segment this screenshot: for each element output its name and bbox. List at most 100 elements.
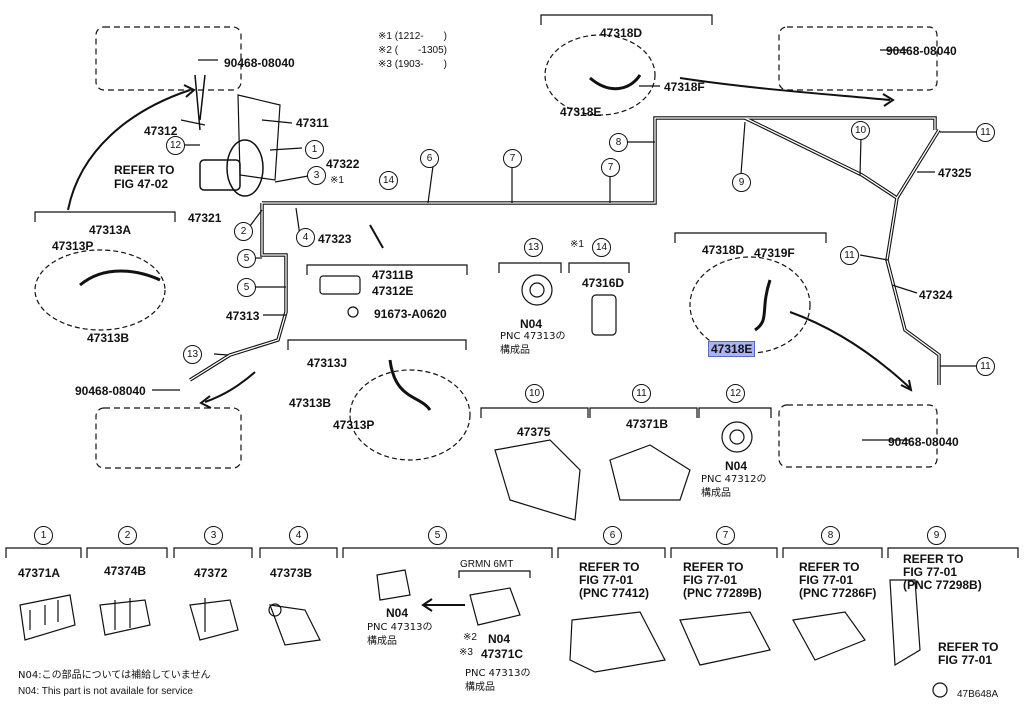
part-47318D-top[interactable]: 47318D [600, 26, 643, 40]
part-47322[interactable]: 47322 [326, 157, 360, 171]
part-47312[interactable]: 47312 [144, 124, 178, 138]
part-90468-08040-tr[interactable]: 90468-08040 [886, 44, 957, 58]
callout-7a: 7 [503, 149, 522, 168]
refer-8-l1[interactable]: REFER TO [799, 560, 860, 574]
n04-13: N04 [520, 317, 543, 331]
bottom-callout-2: 2 [118, 526, 137, 545]
bottom-callout-4: 4 [289, 526, 308, 545]
bottom-callout-9: 9 [927, 526, 946, 545]
bottom-callout-8: 8 [821, 526, 840, 545]
callout-5b: 5 [237, 278, 256, 297]
bottom-callout-7: 7 [716, 526, 735, 545]
part-47313B-left[interactable]: 47313B [87, 331, 130, 345]
callout-5a: 5 [237, 249, 256, 268]
callout-12: 12 [166, 136, 185, 155]
part-91673-A0620[interactable]: 91673-A0620 [374, 307, 447, 321]
group-11-callout: 11 [632, 384, 651, 403]
bottom-callout-3: 3 [204, 526, 223, 545]
group-13-callout: 13 [524, 238, 543, 257]
part-47318E-selected[interactable]: 47318E [708, 341, 756, 357]
refer-fig47-line2[interactable]: FIG 47-02 [114, 177, 169, 191]
refer-9b-l2[interactable]: FIG 77-01 [938, 653, 993, 667]
callout-8: 8 [609, 133, 628, 152]
refer-7-l1[interactable]: REFER TO [683, 560, 744, 574]
refer-9-l1[interactable]: REFER TO [903, 552, 964, 566]
part-47318D[interactable]: 47318D [702, 243, 745, 257]
part-90468-08040-br[interactable]: 90468-08040 [888, 435, 959, 449]
callout-9: 9 [732, 173, 751, 192]
refer-6-l3[interactable]: (PNC 77412) [579, 586, 650, 600]
pnc-5a: PNC 47313の [367, 622, 433, 633]
grmn-6mt: GRMN 6MT [460, 559, 514, 570]
part-47371C[interactable]: 47371C [481, 647, 524, 661]
callout-14: 14 [379, 171, 398, 190]
note-x1-label: ※1 [330, 175, 344, 186]
part-47371A[interactable]: 47371A [18, 566, 61, 580]
part-47319F[interactable]: 47319F [754, 246, 795, 260]
note-x2: ※2 [463, 632, 477, 643]
callout-4: 4 [296, 228, 315, 247]
refer-6-l1[interactable]: REFER TO [579, 560, 640, 574]
kousei-13: 構成品 [500, 345, 530, 356]
part-47313B-center[interactable]: 47313B [289, 396, 332, 410]
kousei-5a: 構成品 [367, 636, 397, 647]
part-47313P-left[interactable]: 47313P [52, 239, 94, 253]
callout-6: 6 [420, 149, 439, 168]
refer-9-l3[interactable]: (PNC 77298B) [903, 578, 982, 592]
part-47375[interactable]: 47375 [517, 425, 551, 439]
part-47371B[interactable]: 47371B [626, 417, 669, 431]
part-47313J[interactable]: 47313J [307, 356, 348, 370]
part-47312E[interactable]: 47312E [372, 284, 414, 298]
part-47325[interactable]: 47325 [938, 166, 972, 180]
part-47313A[interactable]: 47313A [89, 223, 132, 237]
part-47324[interactable]: 47324 [919, 288, 953, 302]
callout-2: 2 [234, 222, 253, 241]
pnc-13: PNC 47313の [500, 331, 566, 342]
part-47372[interactable]: 47372 [194, 566, 228, 580]
note-x1-14-label: ※1 [570, 239, 584, 250]
n04-5b: N04 [488, 632, 511, 646]
refer-9b-l1[interactable]: REFER TO [938, 640, 999, 654]
refer-fig47-line1[interactable]: REFER TO [114, 163, 175, 177]
part-47373B[interactable]: 47373B [270, 566, 313, 580]
callout-3: 3 [307, 166, 326, 185]
kousei-12: 構成品 [701, 488, 731, 499]
kousei-5b: 構成品 [465, 682, 495, 693]
refer-7-l3[interactable]: (PNC 77289B) [683, 586, 762, 600]
pnc-12: PNC 47312の [701, 474, 767, 485]
callout-10: 10 [851, 121, 870, 140]
part-47321[interactable]: 47321 [188, 211, 222, 225]
part-47316D[interactable]: 47316D [582, 276, 625, 290]
callout-13: 13 [183, 345, 202, 364]
part-47323[interactable]: 47323 [318, 232, 352, 246]
part-47313[interactable]: 47313 [226, 309, 260, 323]
bottom-callout-1: 1 [34, 526, 53, 545]
note-2: ※2 ( -1305) [378, 45, 447, 56]
part-47318F[interactable]: 47318F [664, 80, 705, 94]
callout-1: 1 [305, 140, 324, 159]
part-47374B[interactable]: 47374B [104, 564, 147, 578]
part-47318E-top[interactable]: 47318E [560, 105, 602, 119]
group-12-callout: 12 [726, 384, 745, 403]
n04-5a: N04 [386, 606, 409, 620]
refer-8-l2[interactable]: FIG 77-01 [799, 573, 854, 587]
callout-11c: 11 [976, 357, 995, 376]
refer-7-l2[interactable]: FIG 77-01 [683, 573, 738, 587]
part-47311[interactable]: 47311 [296, 116, 329, 130]
part-47311B[interactable]: 47311B [372, 268, 414, 282]
drawing-code: 47B648A [957, 689, 999, 700]
refer-6-l2[interactable]: FIG 77-01 [579, 573, 634, 587]
refer-8-l3[interactable]: (PNC 77286F) [799, 586, 877, 600]
callout-11a: 11 [976, 123, 995, 142]
callout-7b: 7 [601, 158, 620, 177]
group-14-callout: 14 [592, 238, 611, 257]
refer-9-l2[interactable]: FIG 77-01 [903, 565, 958, 579]
part-47313P-center[interactable]: 47313P [333, 418, 375, 432]
note-3: ※3 (1903- ) [378, 59, 447, 70]
note-1: ※1 (1212- ) [378, 31, 447, 42]
part-90468-08040-tl[interactable]: 90468-08040 [224, 56, 295, 70]
group-10-callout: 10 [525, 384, 544, 403]
part-90468-08040-bl[interactable]: 90468-08040 [75, 384, 146, 398]
bottom-callout-6: 6 [603, 526, 622, 545]
bottom-callout-5: 5 [428, 526, 447, 545]
